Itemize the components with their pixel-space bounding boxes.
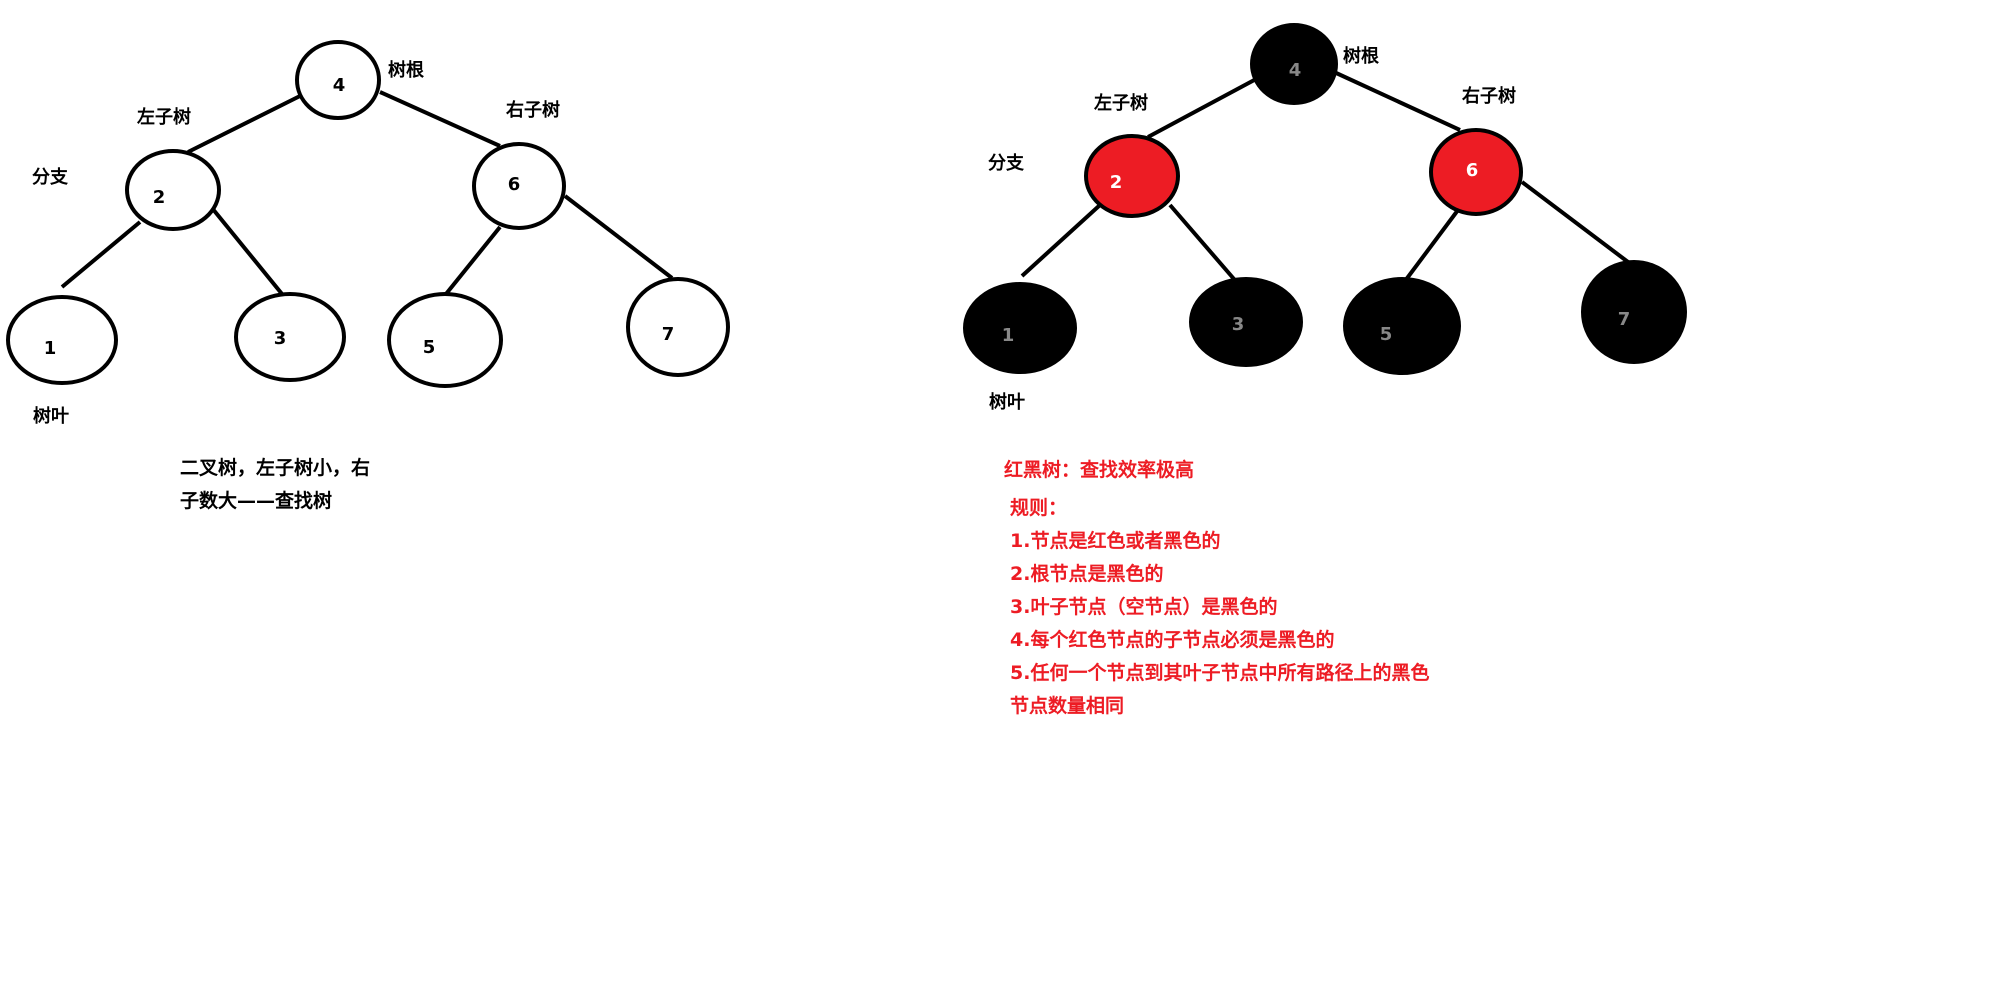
rbt-node-3-value: 3 — [1232, 314, 1245, 335]
bst-node-5 — [387, 292, 503, 388]
rbt-node-4-value: 4 — [1289, 60, 1302, 81]
bst-leaf-label: 树叶 — [33, 406, 69, 427]
bst-edge-4-6 — [379, 90, 501, 148]
rbt-edge-6-5 — [1403, 208, 1460, 283]
bst-node-4 — [295, 40, 381, 120]
rbt-node-6 — [1429, 128, 1523, 216]
rbt-node-5-value: 5 — [1380, 324, 1393, 345]
bst-root-label: 树根 — [388, 60, 424, 81]
rbt-rules-heading: 规则： — [1010, 497, 1068, 519]
bst-edge-4-2 — [187, 94, 301, 154]
rbt-rule-4: 4.每个红色节点的子节点必须是黑色的 — [1010, 629, 1335, 651]
rbt-rules: 规则： 1.节点是红色或者黑色的 2.根节点是黑色的 3.叶子节点（空节点）是黑… — [1010, 492, 1429, 723]
bst-node-7 — [626, 277, 730, 377]
rbt-title: 红黑树：查找效率极高 — [1004, 459, 1195, 481]
bst-node-6 — [472, 142, 566, 230]
rbt-rule-1: 1.节点是红色或者黑色的 — [1010, 530, 1221, 552]
rbt-left-subtree-label: 左子树 — [1094, 93, 1148, 114]
rbt-node-6-value: 6 — [1466, 160, 1479, 181]
bst-diagram — [6, 40, 730, 388]
rbt-rule-5: 5.任何一个节点到其叶子节点中所有路径上的黑色 — [1010, 662, 1430, 684]
rbt-node-1 — [963, 282, 1077, 374]
bst-node-4-value: 4 — [333, 75, 346, 96]
bst-node-1-value: 1 — [44, 338, 57, 359]
rbt-rule-5-continued: 节点数量相同 — [1010, 695, 1125, 717]
bst-caption-line-2: 子数大——查找树 — [180, 490, 333, 512]
rbt-diagram — [963, 23, 1687, 375]
rbt-rule-2: 2.根节点是黑色的 — [1010, 563, 1164, 585]
rbt-edge-6-7 — [1520, 180, 1634, 267]
bst-right-subtree-label: 右子树 — [506, 100, 560, 121]
bst-edge-2-1 — [60, 220, 142, 289]
rbt-edge-4-6 — [1333, 70, 1461, 132]
rbt-node-5 — [1343, 277, 1461, 375]
bst-node-1 — [6, 295, 118, 385]
bst-node-2 — [125, 149, 221, 231]
bst-edge-6-5 — [444, 225, 502, 296]
rbt-right-subtree-label: 右子树 — [1462, 86, 1516, 107]
rbt-node-7-value: 7 — [1618, 309, 1631, 330]
bst-caption-line-1: 二叉树，左子树小，右 — [180, 457, 371, 479]
bst-node-3-value: 3 — [274, 328, 287, 349]
bst-left-subtree-label: 左子树 — [137, 107, 191, 128]
rbt-node-7 — [1581, 260, 1687, 364]
rbt-root-label: 树根 — [1343, 46, 1379, 67]
rbt-node-3 — [1189, 277, 1303, 367]
rbt-rule-3: 3.叶子节点（空节点）是黑色的 — [1010, 596, 1278, 618]
bst-branch-label: 分支 — [32, 167, 68, 188]
bst-edge-6-7 — [563, 194, 674, 280]
rbt-node-1-value: 1 — [1002, 325, 1015, 346]
rbt-branch-label: 分支 — [988, 153, 1024, 174]
bst-node-3 — [234, 292, 346, 382]
bst-caption: 二叉树，左子树小，右 子数大——查找树 — [180, 452, 370, 518]
rbt-node-2 — [1084, 134, 1180, 218]
rbt-edge-4-2 — [1147, 76, 1259, 139]
bst-node-5-value: 5 — [423, 337, 436, 358]
rbt-node-4 — [1250, 23, 1338, 105]
rbt-edge-2-3 — [1168, 203, 1242, 288]
bst-node-6-value: 6 — [508, 174, 521, 195]
bst-node-7-value: 7 — [662, 324, 675, 345]
rbt-edge-2-1 — [1020, 203, 1102, 278]
bst-edge-2-3 — [210, 206, 284, 296]
rbt-node-2-value: 2 — [1110, 172, 1123, 193]
rbt-leaf-label: 树叶 — [989, 392, 1025, 413]
bst-node-2-value: 2 — [153, 187, 166, 208]
